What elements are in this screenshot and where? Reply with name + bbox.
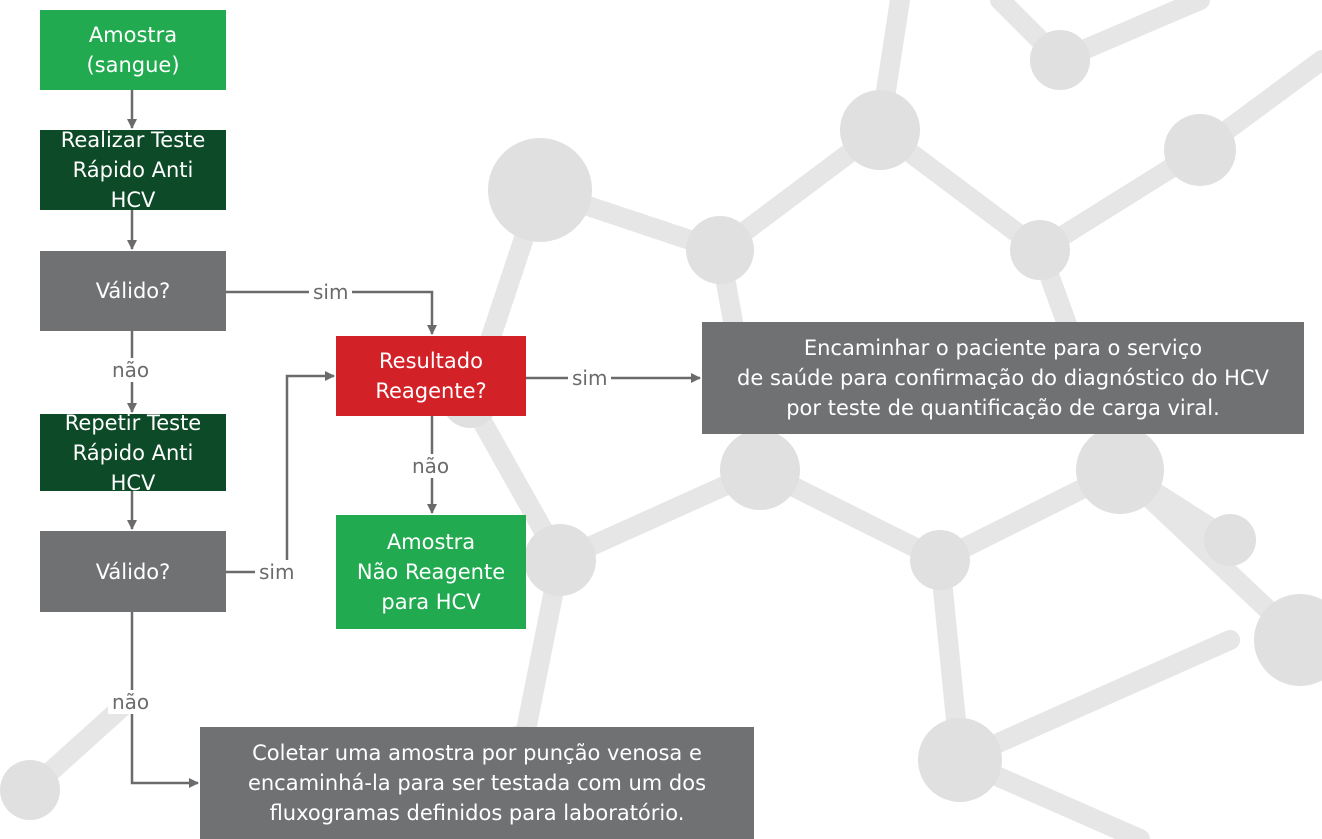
node-repeat-test-line: Repetir Teste bbox=[64, 410, 202, 435]
edge-label-valid2-yes: sim bbox=[255, 560, 299, 584]
node-sample: Amostra (sangue) bbox=[40, 10, 226, 90]
node-refer-patient-line: de saúde para confirmação do diagnóstico… bbox=[737, 366, 1269, 390]
node-valid-2-line: Válido? bbox=[95, 559, 171, 584]
node-collect-sample-line: Coletar uma amostra por punção venosa e bbox=[252, 741, 702, 765]
edge-label-result-no: não bbox=[408, 454, 454, 478]
node-reactive-result-line: Resultado bbox=[379, 349, 483, 373]
edge-label-valid1-no: não bbox=[108, 358, 154, 382]
node-sample-line: Amostra bbox=[88, 23, 178, 47]
node-non-reactive-line: Não Reagente bbox=[356, 560, 506, 584]
node-reactive-result-line: Reagente? bbox=[375, 379, 487, 403]
edge-label-valid2-no: não bbox=[108, 690, 154, 714]
node-valid-2: Válido? bbox=[40, 531, 226, 612]
node-refer-patient-line: por teste de quantificação de carga vira… bbox=[786, 396, 1220, 420]
arrow-valid2-yes-to-result bbox=[226, 371, 335, 574]
edge-label-valid1-yes: sim bbox=[309, 280, 353, 304]
arrow-valid1-yes-to-result bbox=[226, 290, 437, 335]
node-collect-sample-line: fluxogramas definidos para laboratório. bbox=[269, 801, 685, 825]
node-non-reactive-line: para HCV bbox=[381, 590, 481, 614]
node-refer-patient-line: Encaminhar o paciente para o serviço bbox=[803, 336, 1203, 360]
node-sample-line: (sangue) bbox=[86, 53, 180, 77]
node-repeat-test-line: Rápido Anti HCV bbox=[72, 440, 194, 495]
edge-label-result-yes: sim bbox=[568, 366, 612, 390]
node-rapid-test-line: Rápido Anti HCV bbox=[72, 158, 194, 212]
node-refer-patient: Encaminhar o paciente para o serviço de s… bbox=[702, 322, 1304, 434]
node-rapid-test-line: Realizar Teste bbox=[60, 128, 206, 152]
node-collect-sample-line: encaminhá-la para ser testada com um dos bbox=[247, 771, 707, 795]
node-collect-sample: Coletar uma amostra por punção venosa e e… bbox=[200, 727, 754, 839]
node-valid-1: Válido? bbox=[40, 251, 226, 331]
arrow-valid2-no-to-collect bbox=[130, 612, 199, 788]
node-valid-1-line: Válido? bbox=[95, 279, 171, 303]
node-non-reactive-line: Amostra bbox=[386, 530, 476, 554]
